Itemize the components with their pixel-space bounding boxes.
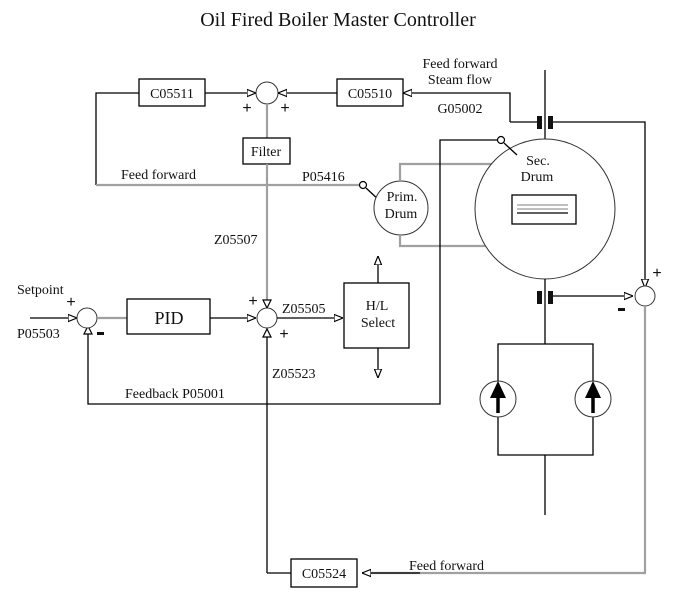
p05503-label: P05503 <box>17 327 60 342</box>
feed-forward-bottom-label: Feed forward <box>409 559 484 574</box>
orifice-plate-bottom-left-icon <box>537 291 542 304</box>
block-c05524-label: C05524 <box>302 567 346 582</box>
pump-left-arrow-icon <box>490 381 506 398</box>
z05505-label: Z05505 <box>282 302 326 317</box>
feedback-label: Feedback P05001 <box>125 387 225 402</box>
feed-forward-steam-label-1: Feed forward <box>422 57 497 72</box>
orifice-plate-top-right-icon <box>548 116 553 129</box>
setpoint-label: Setpoint <box>17 283 64 298</box>
hl-select-label-2: Select <box>361 316 395 331</box>
block-c05511[interactable]: C05511 <box>138 78 206 107</box>
feed-forward-steam-label-2: Steam flow <box>428 73 493 88</box>
steam-tap-right-line <box>553 121 645 288</box>
top-summing-junction <box>255 81 279 105</box>
feed-forward-left-label: Feed forward <box>121 168 196 183</box>
primary-drum[interactable]: Prim. Drum <box>373 180 429 236</box>
block-hl-select[interactable]: H/L Select <box>343 282 410 349</box>
filter-arrowhead-icon <box>262 299 272 310</box>
p05001-tap <box>503 142 518 156</box>
pump-right[interactable] <box>574 380 612 418</box>
p05416-transmitter-icon <box>358 180 368 190</box>
main-summing-junction <box>256 307 278 329</box>
feedback-arrowhead-icon <box>83 324 93 335</box>
orifice-plate-top-left-icon <box>537 116 542 129</box>
secondary-drum[interactable]: Sec. Drum <box>474 138 616 280</box>
right-sum-plus: + <box>652 265 661 282</box>
right-sum-output-line <box>362 306 647 575</box>
right-summing-junction <box>634 285 656 307</box>
z05523-label: Z05523 <box>272 367 316 382</box>
right-sum-minus <box>618 308 625 311</box>
diagram-title: Oil Fired Boiler Master Controller <box>200 9 476 31</box>
pump-left[interactable] <box>479 380 517 418</box>
main-sum-plus-bottom: + <box>279 326 288 343</box>
top-sum-plus-right: + <box>280 100 289 117</box>
block-filter[interactable]: Filter <box>242 137 291 165</box>
top-sum-plus-left: + <box>242 100 251 117</box>
block-c05511-label: C05511 <box>150 87 194 102</box>
orifice-plate-bottom-right-icon <box>548 291 553 304</box>
c05524-arrowhead-icon <box>262 327 272 338</box>
setpoint-plus: + <box>66 294 75 311</box>
pump-manifold <box>497 343 594 456</box>
sec-drum-label-2: Drum <box>521 170 554 185</box>
block-c05510[interactable]: C05510 <box>336 78 404 107</box>
block-pid[interactable]: PID <box>126 298 211 335</box>
p05001-transmitter-icon <box>496 135 506 145</box>
sec-drum-label-1: Sec. <box>526 154 550 169</box>
prim-drum-label-1: Prim. <box>387 190 418 205</box>
g05002-label: G05002 <box>437 102 482 117</box>
feed-forward-left-line <box>95 92 139 185</box>
block-c05524[interactable]: C05524 <box>290 558 358 588</box>
prim-drum-label-2: Drum <box>385 207 418 222</box>
block-pid-label: PID <box>154 308 183 328</box>
pump-right-arrow-icon <box>585 381 601 398</box>
block-filter-label: Filter <box>251 145 282 160</box>
hl-select-label-1: H/L <box>366 299 389 314</box>
p05416-label: P05416 <box>302 170 345 185</box>
z05507-label: Z05507 <box>214 233 258 248</box>
steam-flow-line <box>403 93 511 122</box>
error-summing-junction <box>76 307 98 329</box>
main-sum-plus-top: + <box>248 293 257 310</box>
block-c05510-label: C05510 <box>348 87 392 102</box>
feedback-line <box>87 139 497 405</box>
feedback-minus <box>97 332 104 335</box>
